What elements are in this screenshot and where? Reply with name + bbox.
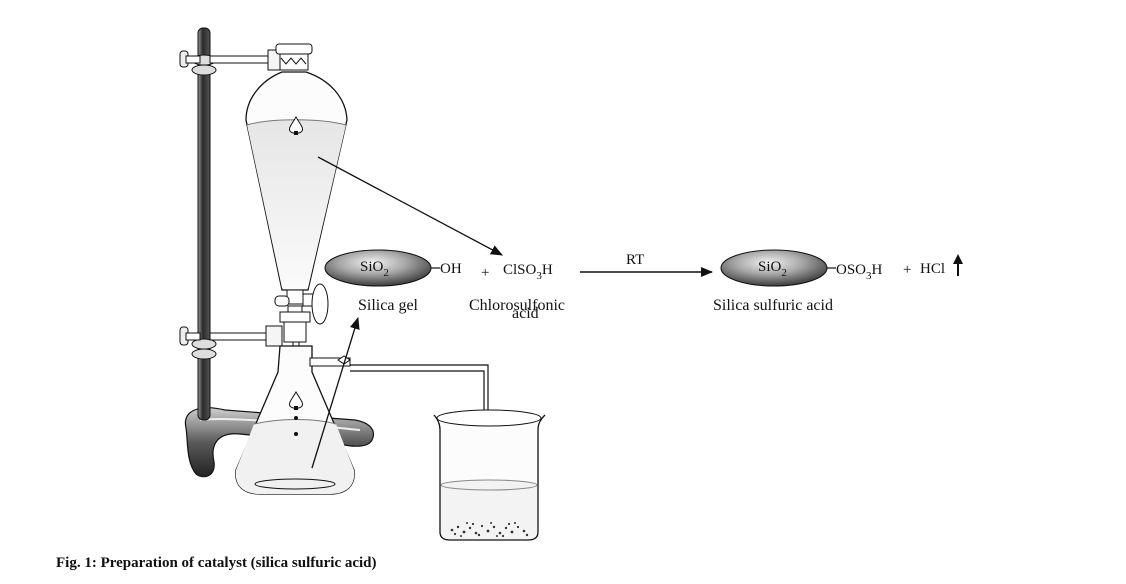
conical-flask [235,345,355,495]
flask-to-silica-arrow [311,317,360,469]
precipitate [450,522,529,538]
beaker [433,409,546,541]
funnel-stopper [275,43,313,71]
upper-clamp [179,49,286,76]
silica-gel-label: Silica gel [358,297,419,314]
reaction-scheme: SiO2 OH + ClSO3H Silica gel Chlorosulfon… [324,249,963,322]
sulfate-group: OSO3H [836,262,883,282]
silica-formula-product: SiO2 [758,259,787,279]
silica-sulfuric-acid-label: Silica sulfuric acid [713,297,833,314]
silica-formula-reactant: SiO2 [360,259,389,279]
chlorosulfonic-label-line1: Chlorosulfonic [469,297,565,314]
gas-evolution-arrow-icon [953,254,963,276]
chlorosulfonic-formula: ClSO3H [503,262,553,282]
apparatus-diagram: SiO2 OH + ClSO3H Silica gel Chlorosulfon… [179,27,963,541]
stopcock [274,283,329,325]
lower-clamp [179,325,283,360]
funnel-to-reagent-arrow [317,156,503,256]
plus-sign-2: + [903,262,911,278]
plus-sign-1: + [481,265,489,281]
hcl-byproduct: HCl [920,261,945,277]
separatory-funnel [245,43,348,381]
chlorosulfonic-label-line2: acid [512,305,539,322]
hydroxyl-group: OH [440,261,462,277]
stand-rod [197,27,211,421]
reaction-condition: RT [626,252,644,268]
figure-caption: Fig. 1: Preparation of catalyst (silica … [56,555,377,571]
